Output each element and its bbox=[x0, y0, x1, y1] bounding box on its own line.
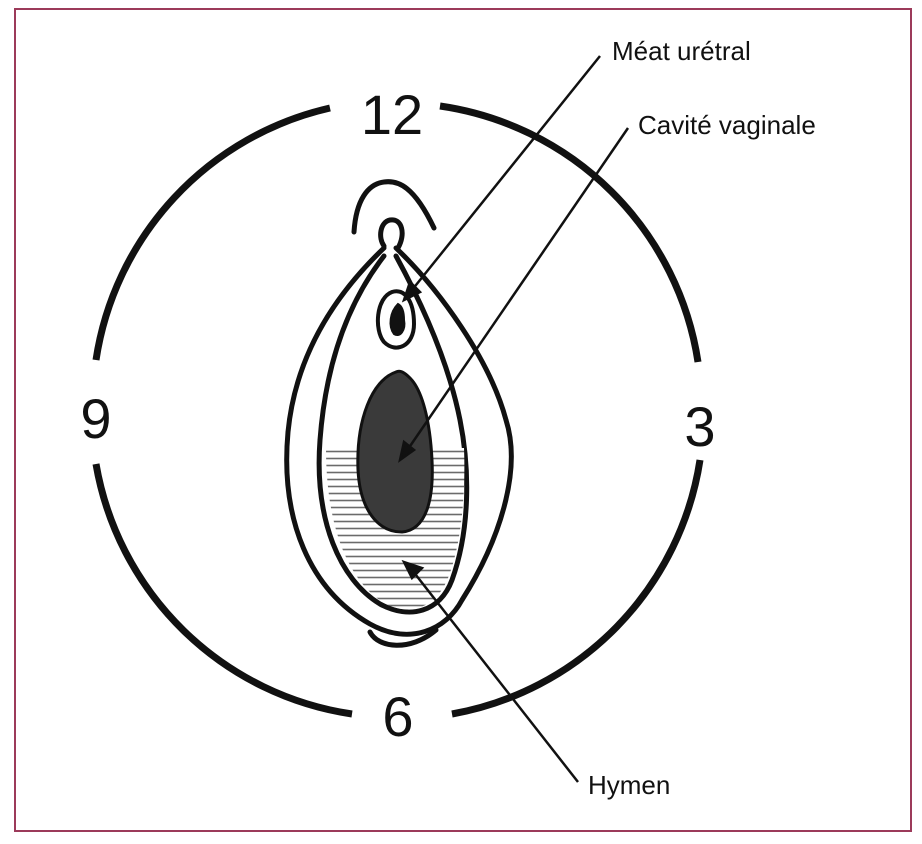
clock-arc-bottom-right bbox=[452, 460, 700, 714]
clitoris bbox=[381, 220, 403, 248]
clitoral-hood bbox=[354, 182, 434, 232]
clock-arc-top-left bbox=[96, 108, 330, 360]
cavite-leader-line bbox=[406, 128, 628, 452]
leader-lines bbox=[400, 56, 628, 782]
urethral-meatus bbox=[378, 291, 414, 347]
clock-number-3: 3 bbox=[684, 395, 715, 458]
meat-leader-line bbox=[412, 56, 600, 290]
clock-arc-bottom-left bbox=[96, 464, 352, 714]
label-meat-uretral: Méat urétral bbox=[612, 36, 751, 66]
clock-number-12: 12 bbox=[361, 83, 423, 146]
clock-arc-top-right bbox=[440, 106, 698, 362]
clock-number-6: 6 bbox=[382, 685, 413, 748]
label-cavite-vaginale: Cavité vaginale bbox=[638, 110, 816, 140]
clock-number-9: 9 bbox=[80, 387, 111, 450]
label-hymen: Hymen bbox=[588, 770, 670, 800]
vaginal-cavity bbox=[358, 371, 432, 532]
